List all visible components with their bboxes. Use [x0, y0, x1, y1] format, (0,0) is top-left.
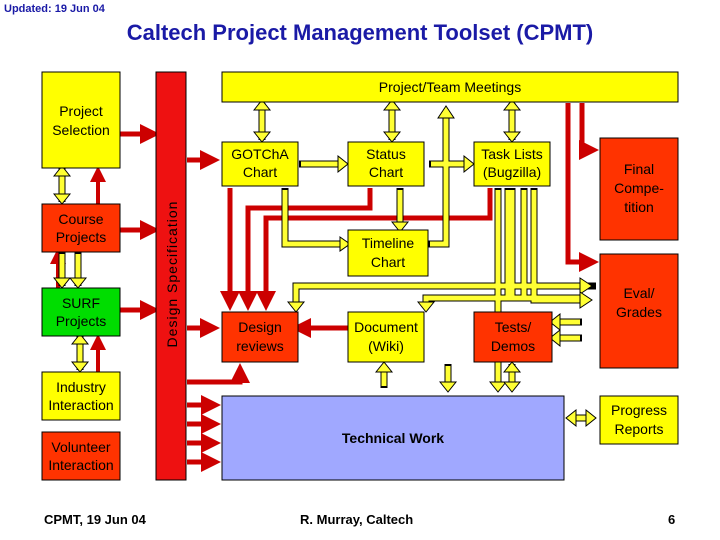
- final-competition-line2: Compe-: [614, 180, 664, 196]
- final-competition-line1: Final: [624, 161, 654, 177]
- footer-page-number: 6: [668, 512, 676, 527]
- eval-grades-line1: Eval/: [623, 285, 654, 301]
- gotcha-chart-line2: Chart: [243, 164, 277, 180]
- technical-work-box: Technical Work: [221, 395, 565, 481]
- svg-text:Eval/Grades: Eval/Grades: [616, 285, 662, 320]
- updated-date: Updated: 19 Jun 04: [4, 3, 105, 15]
- gotcha-chart-box: GOTChA Chart: [221, 141, 299, 187]
- gotcha-chart-line1: GOTChA: [231, 146, 289, 162]
- footer-left: CPMT, 19 Jun 04: [44, 512, 146, 527]
- svg-text:Task Lists(Bugzilla): Task Lists (Bugzilla): [481, 146, 542, 180]
- design-specification-bar: Design Specification: [155, 71, 187, 481]
- tests-demos-line1: Tests/: [495, 319, 532, 335]
- task-lists-line1: Task Lists: [481, 146, 542, 162]
- volunteer-interaction-line1: Volunteer: [51, 439, 110, 455]
- project-selection-line1: Project: [59, 103, 103, 119]
- status-chart-line2: Chart: [369, 164, 403, 180]
- footer-center: R. Murray, Caltech: [300, 512, 414, 527]
- task-lists-box: Task Lists (Bugzilla): [473, 141, 551, 187]
- tests-demos-line2: Demos: [491, 338, 535, 354]
- design-specification-label: Design Specification: [164, 201, 180, 348]
- progress-reports-line1: Progress: [611, 402, 667, 418]
- design-reviews-line1: Design: [238, 319, 282, 335]
- course-projects-line1: Course: [58, 211, 103, 227]
- surf-projects-box: SURF Projects: [41, 287, 121, 337]
- timeline-chart-line1: Timeline: [362, 235, 415, 251]
- eval-grades-line2: Grades: [616, 304, 662, 320]
- design-reviews-line2: reviews: [236, 338, 283, 354]
- industry-interaction-line2: Interaction: [48, 397, 113, 413]
- document-wiki-box: Document (Wiki): [347, 311, 425, 363]
- arrows: [50, 99, 599, 472]
- technical-work-label: Technical Work: [342, 430, 444, 446]
- project-team-meetings-box: Project/Team Meetings: [221, 71, 679, 103]
- industry-interaction-line1: Industry: [56, 379, 106, 395]
- course-projects-line2: Projects: [56, 229, 107, 245]
- eval-grades-box: Eval/Grades: [599, 253, 679, 369]
- surf-projects-line2: Projects: [56, 313, 107, 329]
- project-selection-line2: Selection: [52, 122, 110, 138]
- status-chart-line1: Status: [366, 146, 406, 162]
- page-title: Caltech Project Management Toolset (CPMT…: [126, 20, 594, 45]
- document-wiki-line1: Document: [354, 319, 418, 335]
- project-team-meetings-label: Project/Team Meetings: [379, 79, 521, 95]
- progress-reports-line2: Reports: [614, 421, 663, 437]
- svg-text:Document(Wiki): Document (Wiki): [354, 319, 418, 354]
- timeline-chart-line2: Chart: [371, 254, 405, 270]
- task-lists-line2: (Bugzilla): [483, 164, 541, 180]
- svg-text:Tests/Demos: Tests/Demos: [491, 319, 535, 354]
- surf-projects-line1: SURF: [62, 295, 100, 311]
- tests-demos-box: Tests/Demos: [473, 311, 553, 363]
- document-wiki-line2: (Wiki): [368, 338, 404, 354]
- design-reviews-box: Design reviews: [221, 311, 299, 363]
- final-competition-line3: tition: [624, 199, 654, 215]
- volunteer-interaction-line2: Interaction: [48, 457, 113, 473]
